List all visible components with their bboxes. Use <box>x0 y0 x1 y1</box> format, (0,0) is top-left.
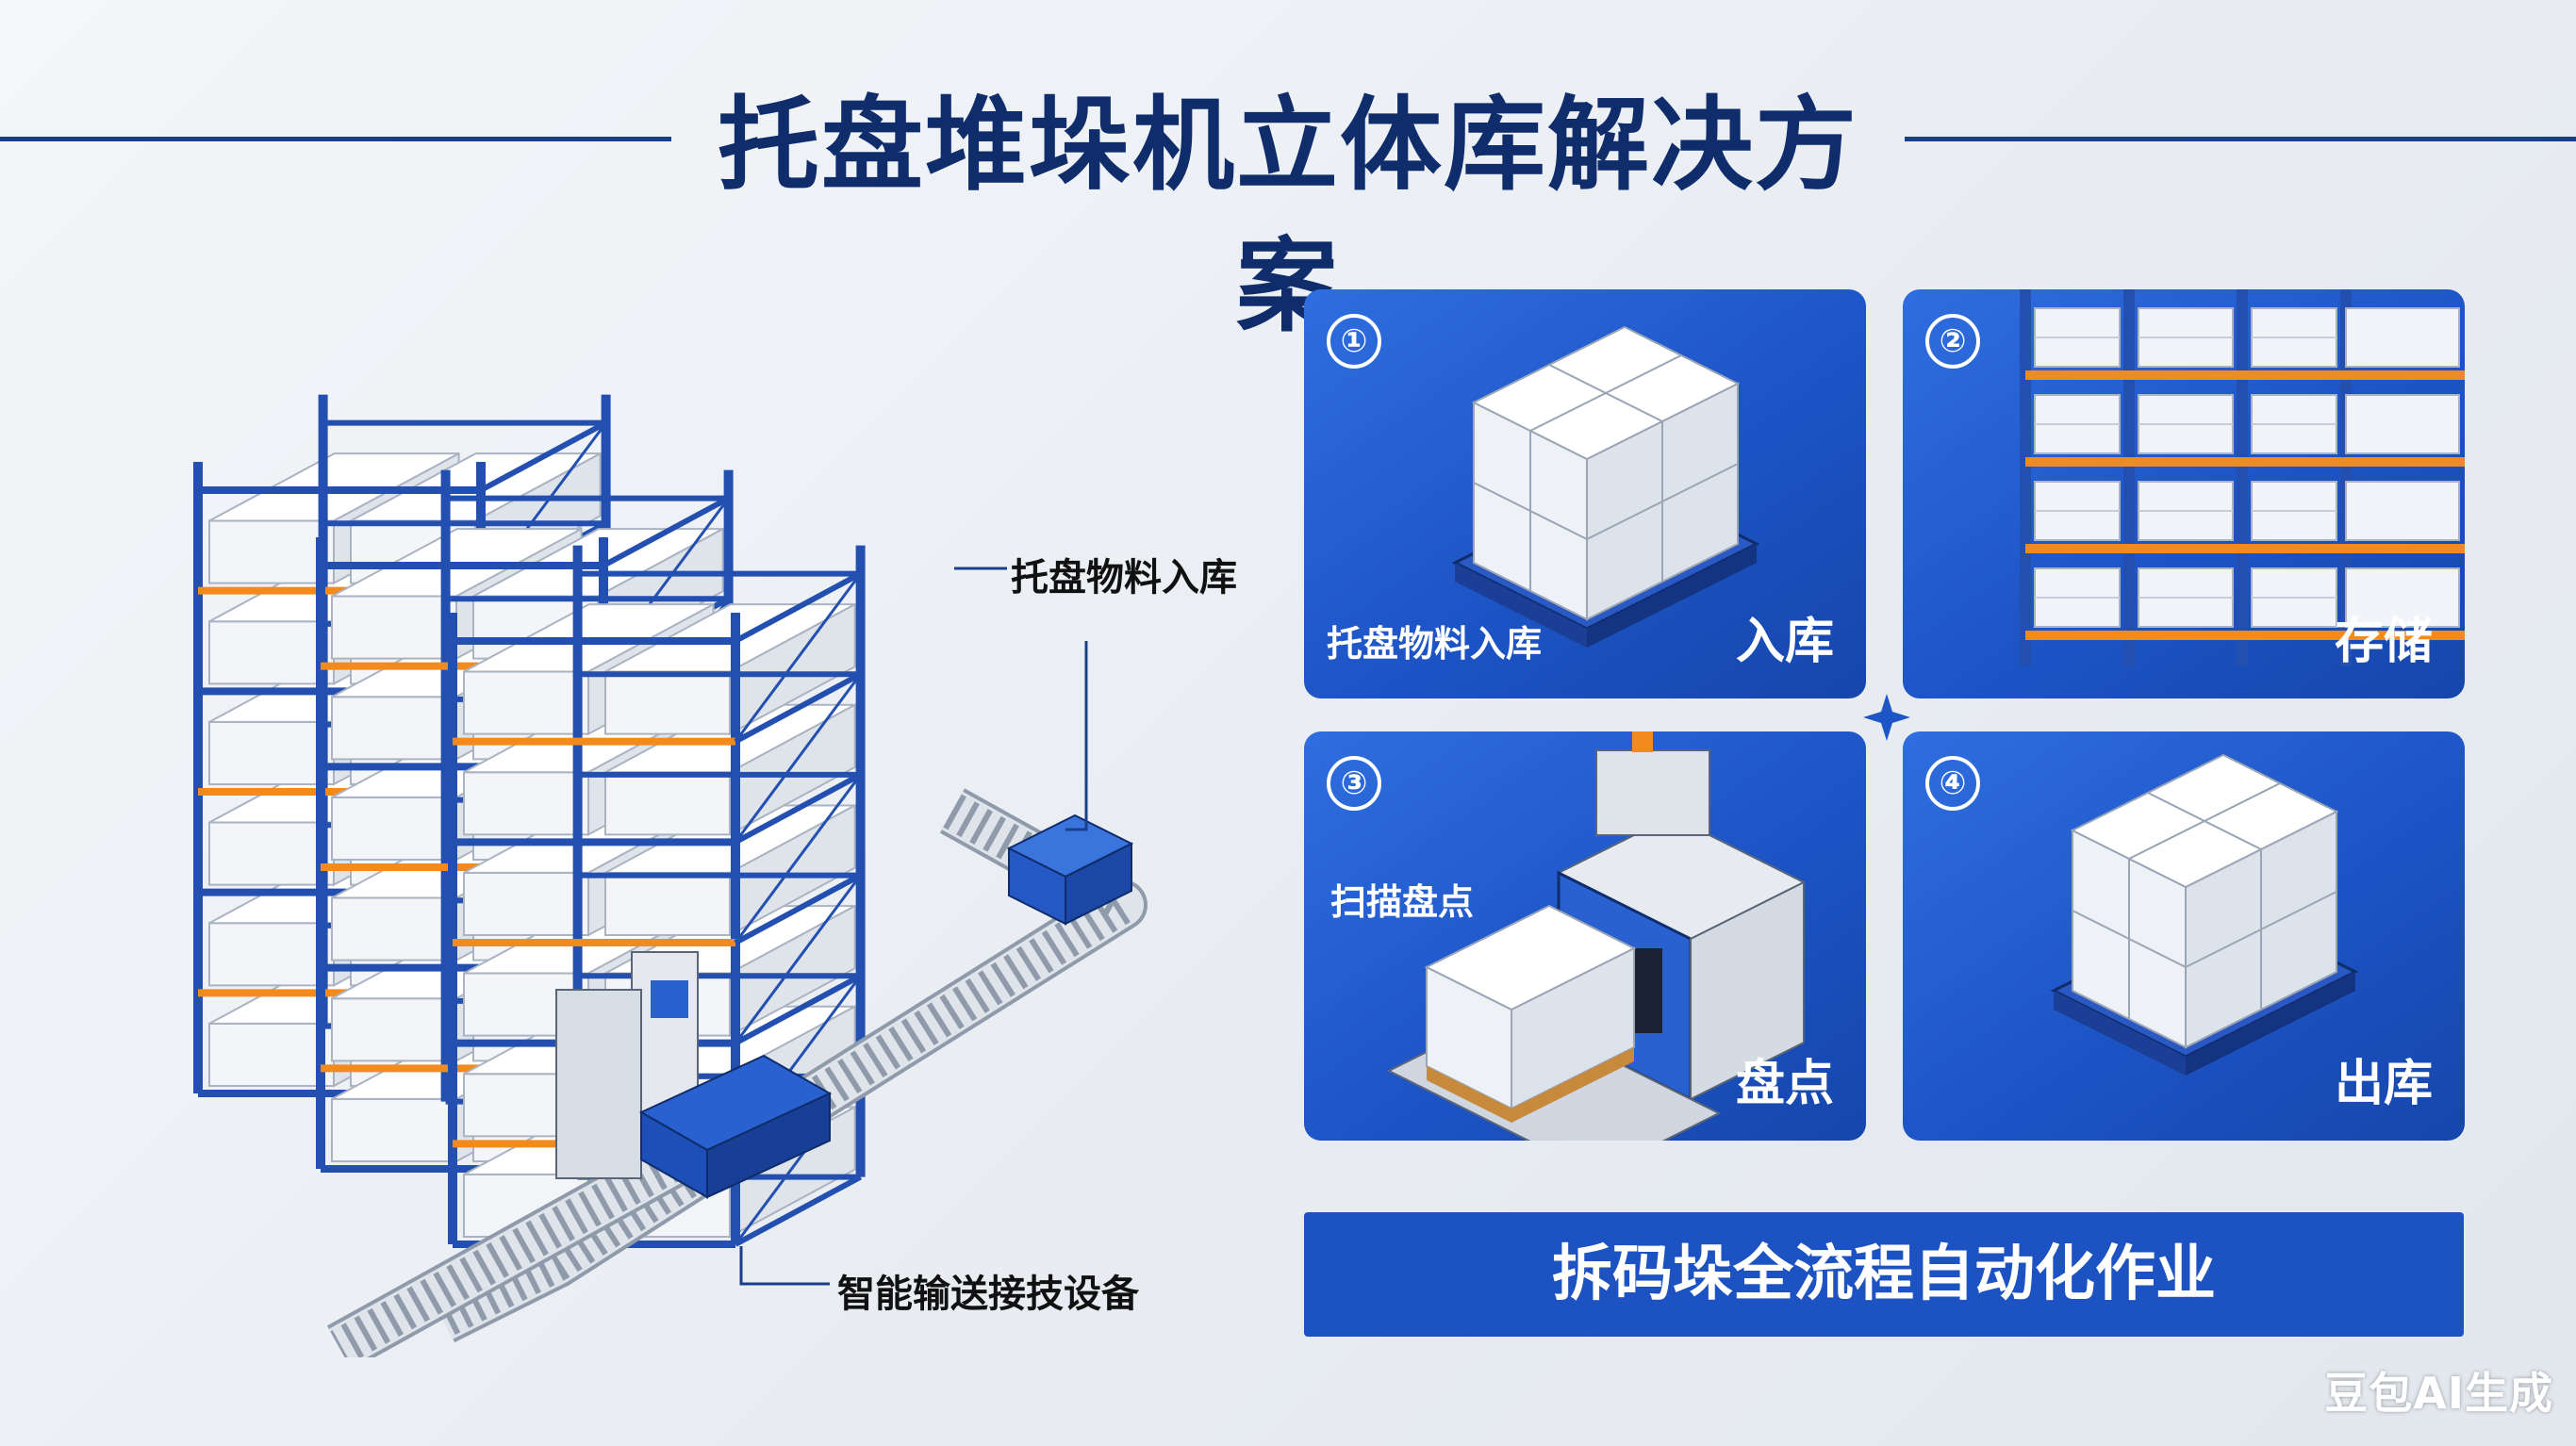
watermark: 豆包AI生成 <box>2324 1368 2553 1419</box>
callout-conveyor: 智能输送接技设备 <box>837 1273 1139 1316</box>
step-subtitle: 扫描盘点 <box>1330 881 1475 923</box>
step-number: ③ <box>1327 756 1381 811</box>
step-number: ① <box>1327 314 1381 369</box>
step-panel-inbound: ① 托盘物料入库 入库 <box>1304 289 1866 698</box>
step-title: 入库 <box>1735 614 1834 670</box>
sparkle-icon <box>1863 694 1910 741</box>
scanner-art <box>1386 731 1807 1141</box>
step-title: 存储 <box>2334 614 2433 670</box>
title-rule-right <box>1905 137 2576 141</box>
pallet-stack-art <box>2050 753 2359 1076</box>
step-panel-outbound: ④ 出库 <box>1903 731 2465 1141</box>
step-subtitle: 托盘物料入库 <box>1327 623 1543 665</box>
storage-rack-art <box>2020 289 2465 666</box>
pallet-stack-art <box>1451 325 1760 648</box>
step-number: ④ <box>1925 756 1980 811</box>
rack-drawing <box>193 394 1148 1371</box>
step-panel-inventory: ③ 扫描盘点 盘点 <box>1304 731 1866 1141</box>
page-title: 托盘堆垛机立体库解决方案 <box>717 87 1858 346</box>
title-rule-left <box>0 137 671 141</box>
warehouse-illustration <box>179 264 1245 1371</box>
step-title: 出库 <box>2334 1056 2433 1112</box>
process-banner: 拆码垛全流程自动化作业 <box>1304 1212 2464 1337</box>
step-panel-storage: ② 存储 <box>1903 289 2465 698</box>
callout-inbound: 托盘物料入库 <box>1011 556 1237 600</box>
step-number: ② <box>1925 314 1980 369</box>
step-title: 盘点 <box>1735 1056 1834 1112</box>
